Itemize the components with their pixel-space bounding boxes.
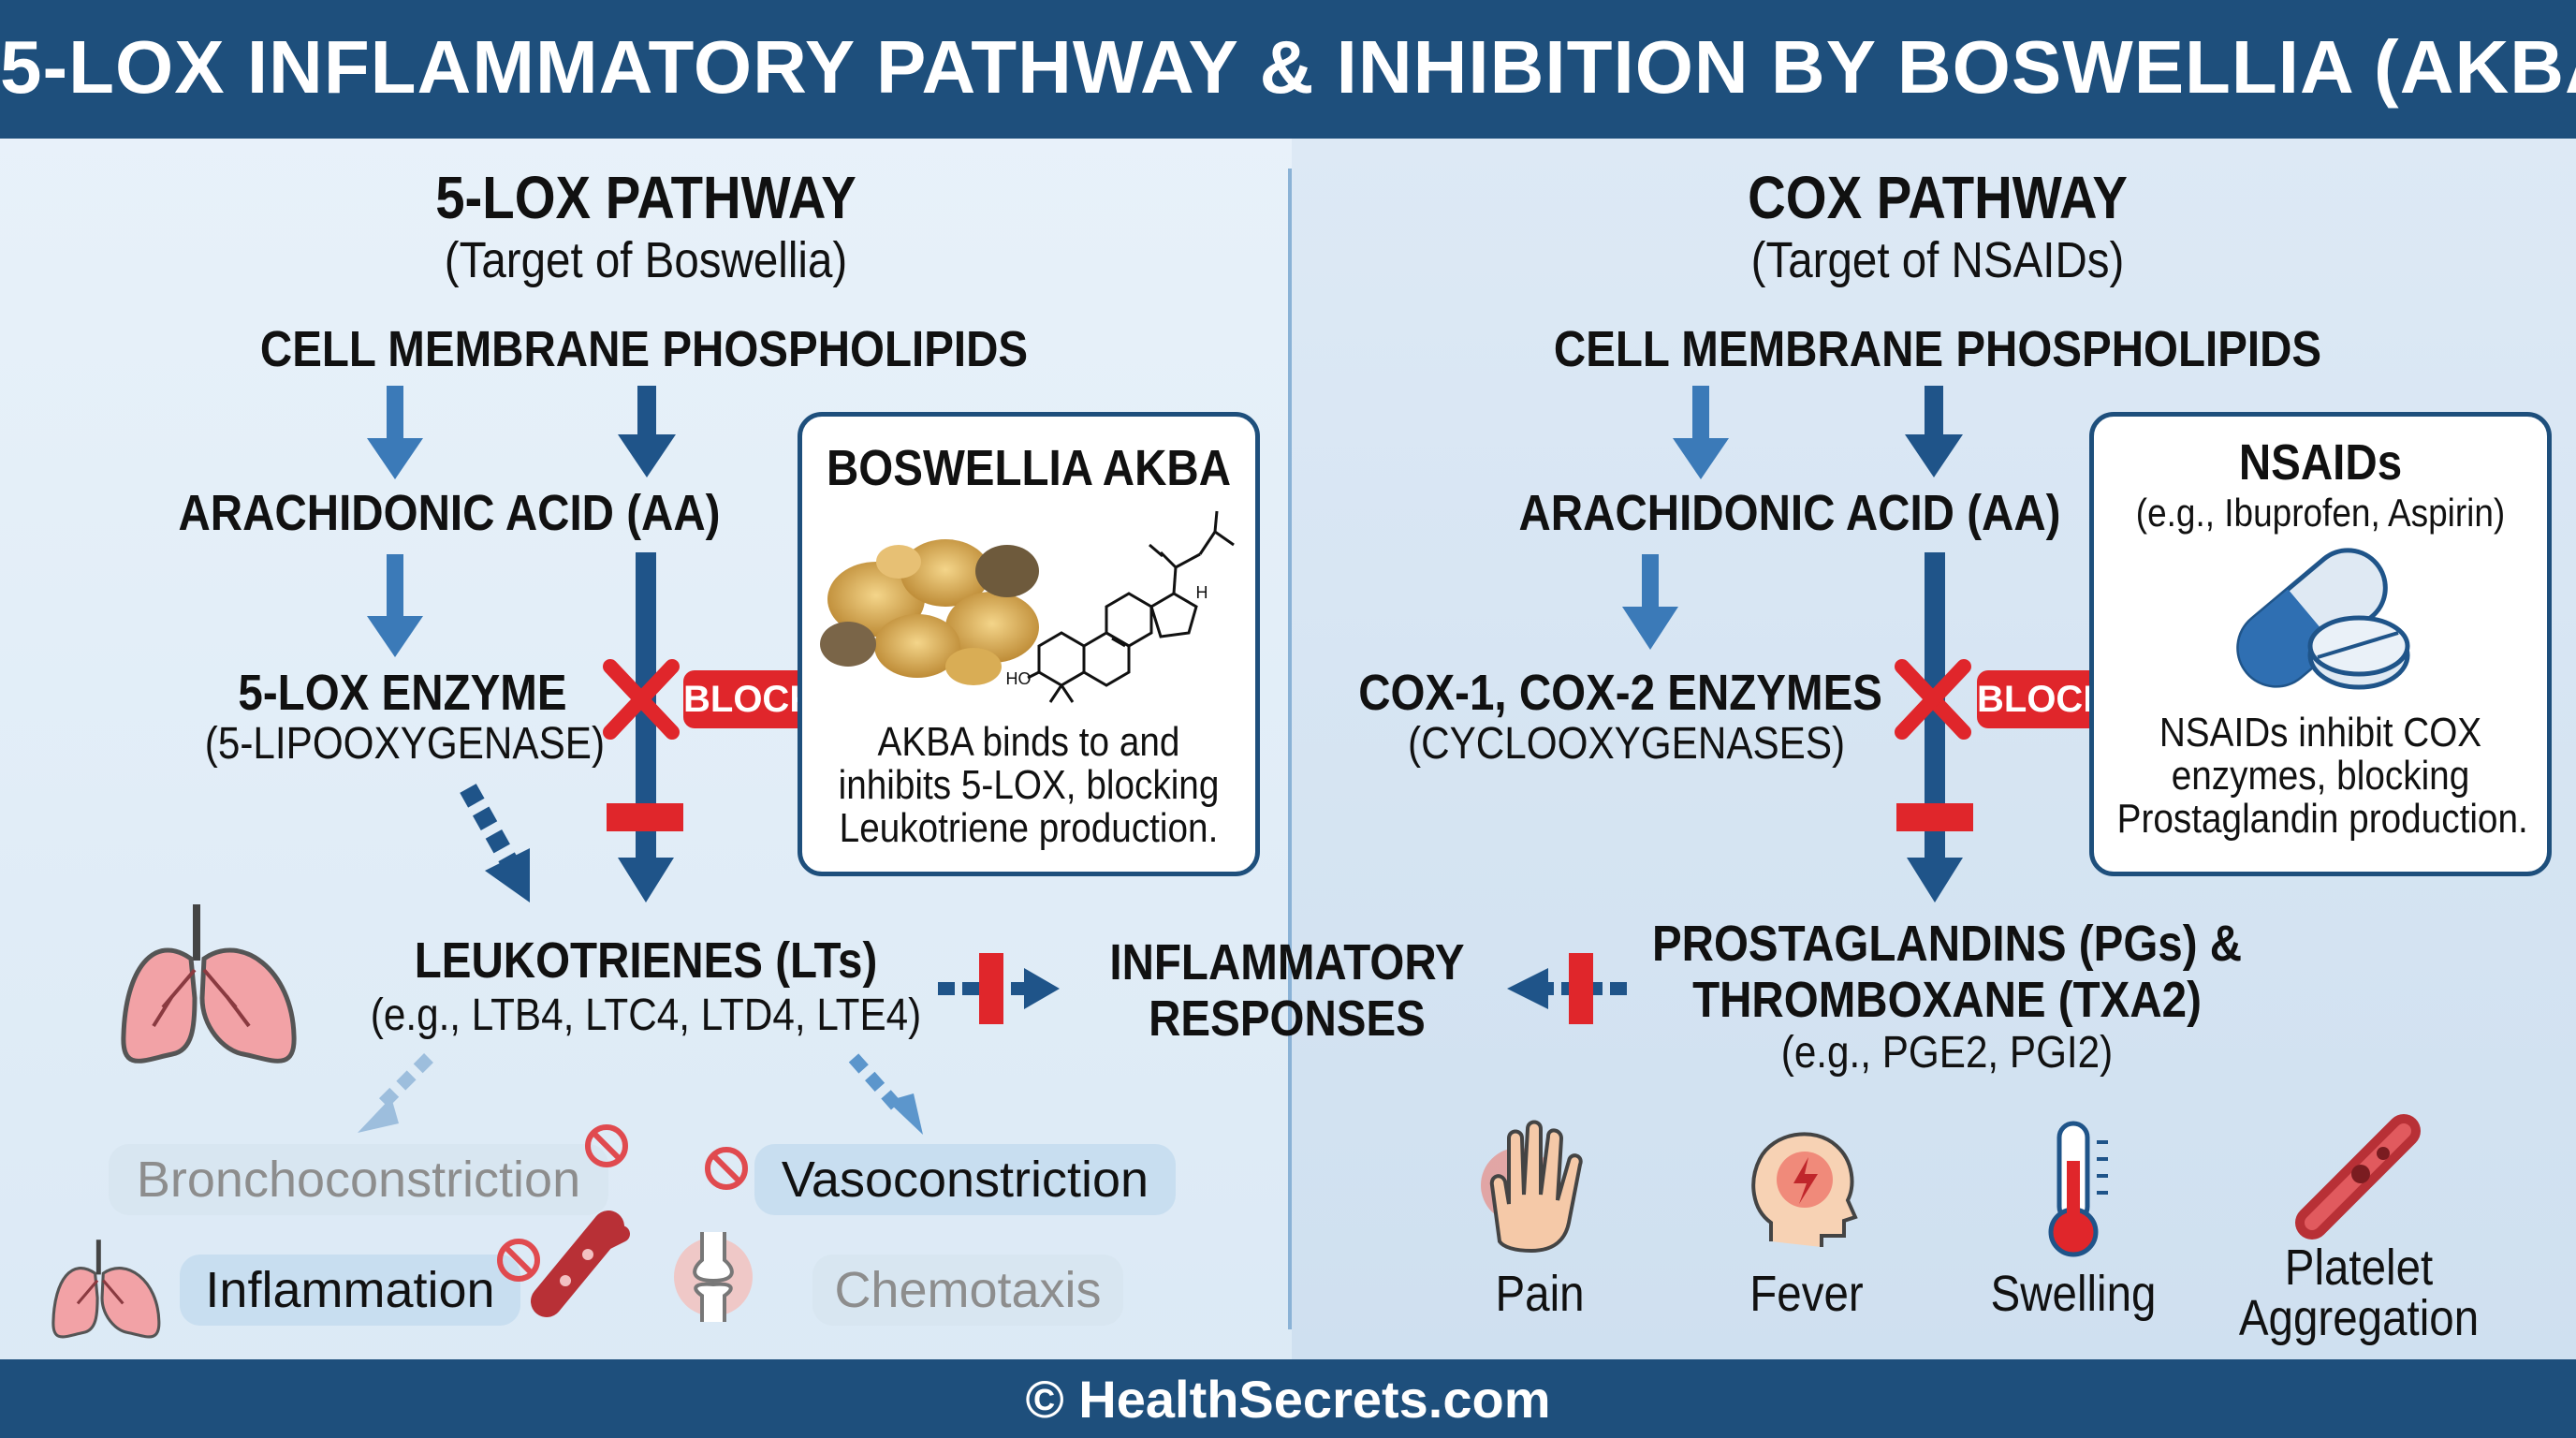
boswellia-box-line3: Leukotriene production. [839, 805, 1219, 851]
joint-icon [674, 1232, 753, 1322]
inflammatory-responses-line2: RESPONSES [1149, 990, 1426, 1047]
lox-enzyme-label: 5-LOX ENZYME [238, 665, 567, 721]
cox-enzyme-sublabel: (CYCLOOXYGENASES) [1408, 719, 1846, 769]
thermometer-icon [2048, 1121, 2108, 1257]
cox-block-bar [1896, 803, 1973, 831]
lox-membrane-label: CELL MEMBRANE PHOSPHOLIPIDS [259, 321, 1029, 377]
nsaids-box-line3: Prostaglandin production. [2116, 796, 2528, 842]
lox-arrow-membrane-to-aa-right [618, 386, 676, 477]
cox-subheading: (Target of NSAIDs) [1750, 232, 2125, 288]
blood-vessel-icon [2295, 1114, 2421, 1240]
arrow-lt-to-inflammatory [938, 953, 1060, 1024]
lox-arrow-membrane-to-aa-left [367, 386, 423, 479]
molecule-icon [1027, 510, 1235, 703]
lox-block-badge: BLOCK [683, 670, 816, 728]
nsaids-box-line1: NSAIDs inhibit COX [2159, 710, 2482, 756]
arrow-pg-to-inflammatory [1507, 953, 1627, 1024]
hand-pain-icon [1481, 1120, 1583, 1254]
inflammatory-responses-line1: INFLAMMATORY [1109, 934, 1465, 990]
prostaglandins-sublabel: (e.g., PGE2, PGI2) [1780, 1028, 2114, 1078]
no-symbol-icon [497, 1239, 540, 1282]
panel-divider [1288, 169, 1292, 1329]
arrow-to-bronchoconstriction [358, 1053, 433, 1133]
head-fever-icon [1751, 1132, 1858, 1247]
boswellia-box-line2: inhibits 5-LOX, blocking [838, 762, 1220, 808]
vasoconstriction-pill: Vasoconstriction [754, 1144, 1176, 1215]
pill-icon [2236, 548, 2410, 690]
no-symbol-icon [585, 1124, 628, 1167]
lox-aa-label: ARACHIDONIC ACID (AA) [178, 485, 721, 541]
inflammation-pill: Inflammation [180, 1255, 520, 1326]
lox-heading: 5-LOX PATHWAY [435, 164, 856, 231]
lox-block-bar [607, 803, 683, 831]
nsaids-box-title: NSAIDs [2238, 434, 2403, 491]
leukotrienes-label: LEUKOTRIENES (LTs) [414, 932, 878, 989]
cox-block-x [1895, 659, 1971, 740]
lox-arrow-aa-to-enzyme [367, 554, 423, 657]
page-title: 5-LOX INFLAMMATORY PATHWAY & INHIBITION … [0, 25, 2576, 109]
swelling-label: Swelling [1990, 1266, 2157, 1322]
arrow-to-vasoconstriction [848, 1053, 923, 1135]
no-symbol-icon [705, 1147, 748, 1190]
cox-block-badge: BLOCK [1977, 670, 2110, 728]
lox-enzyme-sublabel: (5-LIPOOXYGENASE) [204, 719, 606, 769]
molecule-h-label: H [1195, 583, 1208, 602]
platelet-label-line1: Platelet [2284, 1240, 2434, 1296]
lox-subheading: (Target of Boswellia) [444, 232, 848, 288]
lungs-icon [121, 904, 297, 1064]
cox-enzyme-label: COX-1, COX-2 ENZYMES [1358, 665, 1882, 721]
lox-block-x [603, 659, 680, 740]
resin-icon [820, 539, 1039, 685]
header-bar [0, 0, 2576, 139]
footer-credit: © HealthSecrets.com [1025, 1370, 1551, 1429]
chemotaxis-pill: Chemotaxis [812, 1255, 1123, 1326]
pain-label: Pain [1495, 1266, 1585, 1322]
fever-label: Fever [1749, 1266, 1864, 1322]
molecule-ho-label: HO [1005, 669, 1032, 688]
prostaglandins-label-line2: THROMBOXANE (TXA2) [1692, 972, 2202, 1028]
cox-arrow-aa-to-enzyme [1622, 554, 1678, 650]
nsaids-box-subtitle: (e.g., Ibuprofen, Aspirin) [2135, 491, 2506, 535]
cox-membrane-label: CELL MEMBRANE PHOSPHOLIPIDS [1553, 321, 2322, 377]
lungs-icon [51, 1240, 161, 1339]
nsaids-box-line2: enzymes, blocking [2171, 753, 2470, 799]
footer-bar [0, 1359, 2576, 1438]
cox-aa-label: ARACHIDONIC ACID (AA) [1518, 485, 2061, 541]
platelet-label-line2: Aggregation [2238, 1290, 2480, 1346]
prostaglandins-label-line1: PROSTAGLANDINS (PGs) & [1651, 916, 2243, 972]
lox-dashed-arrow-enzyme-to-lt [460, 784, 530, 902]
boswellia-box-line1: AKBA binds to and [877, 719, 1180, 765]
boswellia-box-title: BOSWELLIA AKBA [826, 440, 1232, 496]
bronchoconstriction-pill: Bronchoconstriction [109, 1144, 608, 1215]
blood-vessel-icon [531, 1211, 630, 1317]
cox-heading: COX PATHWAY [1748, 164, 2128, 231]
cox-arrow-membrane-to-aa-right [1905, 386, 1963, 477]
cox-arrow-membrane-to-aa-left [1673, 386, 1729, 479]
leukotrienes-sublabel: (e.g., LTB4, LTC4, LTD4, LTE4) [370, 990, 922, 1040]
